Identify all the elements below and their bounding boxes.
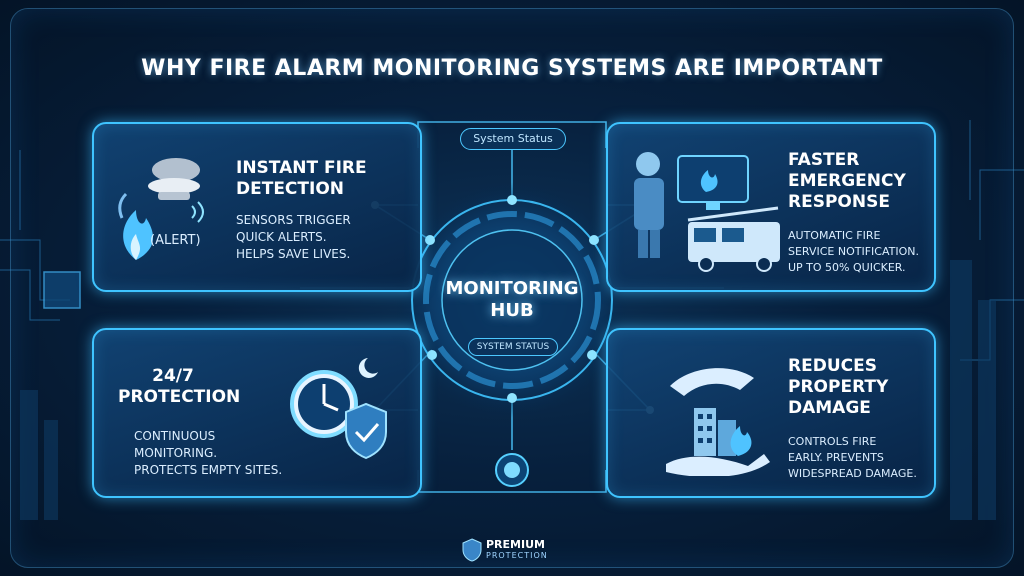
card-desc-line: SENSORS TRIGGER	[236, 213, 351, 227]
card-faster-emergency-response: FASTER EMERGENCY RESPONSE AUTOMATIC FIRE…	[606, 122, 936, 292]
card-title-line: EMERGENCY	[788, 171, 906, 191]
card-desc-line: WIDESPREAD DAMAGE.	[788, 467, 917, 480]
firefighter-truck-icon	[634, 152, 780, 272]
card-instant-fire-detection: (ALERT) INSTANT FIRE DETECTION SENSORS T…	[92, 122, 422, 292]
page-title: WHY FIRE ALARM MONITORING SYSTEMS ARE IM…	[141, 56, 883, 81]
card-desc-instant-fire: SENSORS TRIGGER QUICK ALERTS. HELPS SAVE…	[236, 212, 351, 263]
hands-building-icon	[666, 368, 770, 476]
card-title-property-damage: REDUCES PROPERTY DAMAGE	[788, 356, 888, 419]
card-title-line: PROPERTY	[788, 377, 889, 397]
brand-name: PREMIUM	[486, 538, 545, 551]
system-status-top: System Status	[460, 128, 566, 150]
hub-title-line2: HUB	[490, 300, 534, 321]
card-desc-line: CONTINUOUS	[134, 429, 216, 443]
clock-shield-icon	[290, 358, 387, 460]
card-title-line: REDUCES	[788, 356, 877, 376]
card-desc-line: EARLY. PREVENTS	[788, 451, 884, 464]
card-desc-line: PROTECTS EMPTY SITES.	[134, 463, 283, 477]
card-desc-line: CONTROLS FIRE	[788, 435, 877, 448]
card-desc-faster-response: AUTOMATIC FIRE SERVICE NOTIFICATION. UP …	[788, 228, 919, 276]
card-desc-line: HELPS SAVE LIVES.	[236, 247, 351, 261]
brand-sub: PROTECTION	[486, 551, 548, 560]
card-reduces-property-damage: REDUCES PROPERTY DAMAGE CONTROLS FIRE EA…	[606, 328, 936, 498]
smoke-detector-fire-icon	[118, 158, 204, 260]
card-title-instant-fire: INSTANT FIRE DETECTION	[236, 158, 367, 200]
card-title-line: RESPONSE	[788, 192, 890, 212]
card-title-line: INSTANT FIRE	[236, 158, 367, 178]
system-status-bottom: SYSTEM STATUS	[468, 338, 558, 356]
card-desc-line: SERVICE NOTIFICATION.	[788, 245, 919, 258]
card-title-line: FASTER	[788, 150, 860, 170]
alert-label: (ALERT)	[150, 233, 201, 248]
card-24-7-protection: 24/7 PROTECTION CONTINUOUS MONITORING. P…	[92, 328, 422, 498]
shield-icon	[462, 538, 482, 562]
card-desc-property-damage: CONTROLS FIRE EARLY. PREVENTS WIDESPREAD…	[788, 434, 917, 482]
card-title-faster-response: FASTER EMERGENCY RESPONSE	[788, 150, 906, 213]
hub-title: MONITORING HUB	[412, 278, 612, 322]
card-desc-protection: CONTINUOUS MONITORING. PROTECTS EMPTY SI…	[134, 428, 282, 479]
card-title-line: 24/7	[152, 366, 194, 386]
card-desc-line: QUICK ALERTS.	[236, 230, 327, 244]
card-desc-line: MONITORING.	[134, 446, 218, 460]
card-title-line: DAMAGE	[788, 398, 871, 418]
card-title-protection: 24/7 PROTECTION	[118, 366, 241, 408]
card-title-line: DETECTION	[236, 179, 345, 199]
outer-frame	[10, 8, 1014, 568]
card-title-line: PROTECTION	[118, 387, 241, 407]
card-desc-line: AUTOMATIC FIRE	[788, 229, 881, 242]
card-desc-line: UP TO 50% QUICKER.	[788, 261, 906, 274]
brand-logo: PREMIUM PROTECTION	[462, 536, 592, 564]
hub-title-line1: MONITORING	[445, 278, 579, 299]
